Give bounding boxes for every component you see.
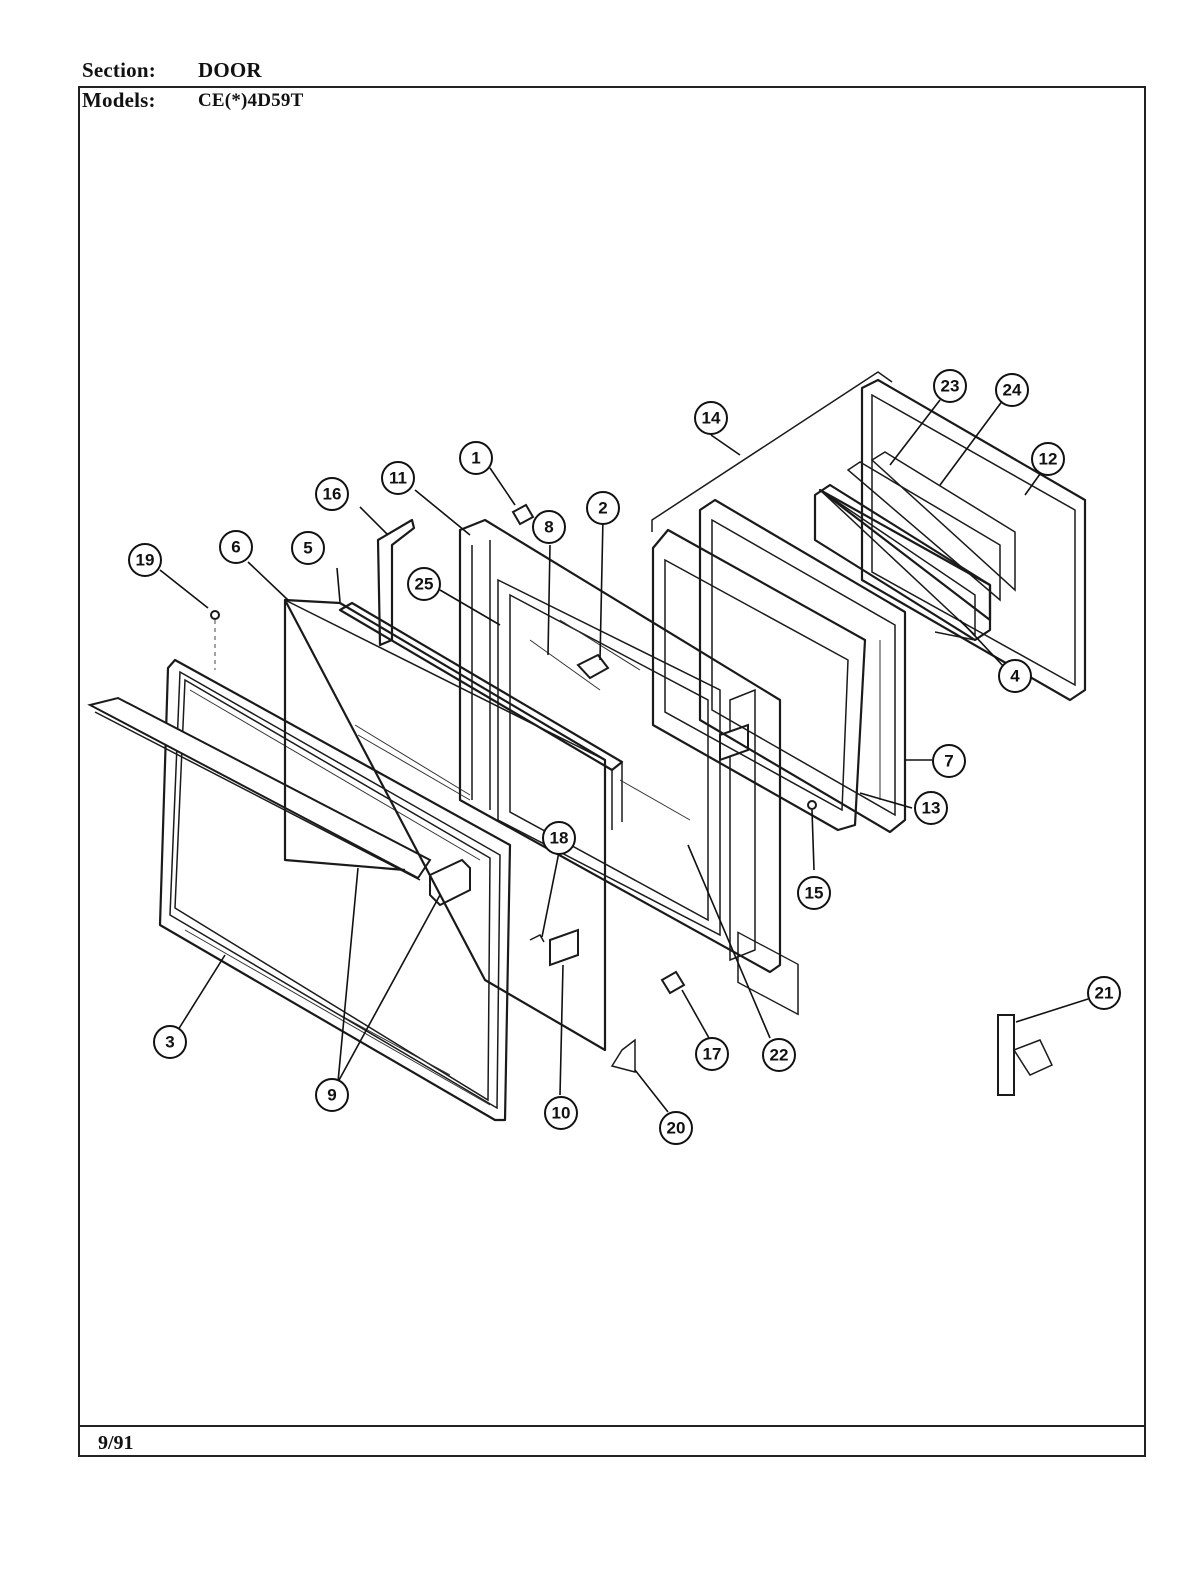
callout-24: 24	[995, 373, 1029, 407]
svg-text:11: 11	[389, 469, 407, 488]
callout-19: 19	[128, 543, 162, 577]
callout-8: 8	[532, 510, 566, 544]
svg-text:8: 8	[544, 518, 553, 537]
screw-part	[807, 800, 817, 810]
svg-text:10: 10	[552, 1104, 571, 1123]
callout-10: 10	[544, 1096, 578, 1130]
back-panel-part	[860, 378, 1087, 702]
svg-text:7: 7	[944, 752, 953, 771]
callout-9: 9	[315, 1078, 349, 1112]
callout-22: 22	[762, 1038, 796, 1072]
inner-panel-part	[458, 518, 782, 974]
callout-23: 23	[933, 369, 967, 403]
callout-20: 20	[659, 1111, 693, 1145]
svg-text:25: 25	[415, 575, 434, 594]
callout-13: 13	[914, 791, 948, 825]
svg-text:20: 20	[667, 1119, 686, 1138]
label-part	[549, 928, 579, 967]
insulation-panel-part	[698, 498, 907, 834]
svg-text:12: 12	[1039, 450, 1058, 469]
vertical-strip-part	[376, 518, 416, 647]
callout-3: 3	[153, 1025, 187, 1059]
bracket-part	[610, 1038, 636, 1073]
svg-text:17: 17	[703, 1045, 722, 1064]
svg-text:24: 24	[1003, 381, 1022, 400]
svg-text:9: 9	[327, 1086, 336, 1105]
assembly-bracket	[651, 371, 893, 532]
callout-25: 25	[407, 567, 441, 601]
hinge-block-part	[511, 503, 535, 526]
svg-text:22: 22	[770, 1046, 789, 1065]
svg-text:4: 4	[1010, 667, 1020, 686]
section-label: Section:	[82, 58, 156, 82]
svg-text:19: 19	[136, 551, 155, 570]
svg-text:23: 23	[941, 377, 960, 396]
callout-16: 16	[315, 477, 349, 511]
svg-text:5: 5	[303, 539, 312, 558]
svg-text:3: 3	[165, 1033, 174, 1052]
svg-text:14: 14	[702, 409, 721, 428]
footer-date: 9/91	[98, 1432, 134, 1454]
callout-12: 12	[1031, 442, 1065, 476]
svg-text:1: 1	[471, 449, 480, 468]
callout-18: 18	[542, 821, 576, 855]
callout-17: 17	[695, 1037, 729, 1071]
trim-strip-part	[338, 601, 624, 830]
section-value: DOOR	[198, 58, 262, 82]
callout-7: 7	[932, 744, 966, 778]
callout-2: 2	[586, 491, 620, 525]
spring-part	[529, 934, 545, 943]
callout-11: 11	[381, 461, 415, 495]
glass-pack-part	[813, 451, 1016, 642]
callout-14: 14	[694, 401, 728, 435]
svg-text:21: 21	[1095, 984, 1114, 1003]
svg-text:18: 18	[550, 829, 569, 848]
small-screw-part	[210, 610, 220, 620]
models-label: Models:	[82, 88, 156, 112]
svg-text:16: 16	[323, 485, 342, 504]
callout-15: 15	[797, 876, 831, 910]
svg-text:6: 6	[231, 538, 240, 557]
callout-1: 1	[459, 441, 493, 475]
svg-text:2: 2	[598, 499, 607, 518]
svg-text:15: 15	[805, 884, 824, 903]
callout-4: 4	[998, 659, 1032, 693]
door-liner-frame-part	[651, 528, 867, 1016]
svg-text:13: 13	[922, 799, 941, 818]
callout-21: 21	[1087, 976, 1121, 1010]
hinge-part	[997, 1014, 1054, 1096]
callout-6: 6	[219, 530, 253, 564]
footer-divider	[78, 1425, 1146, 1427]
clip-part	[576, 653, 610, 680]
models-value: CE(*)4D59T	[198, 90, 304, 111]
callout-5: 5	[291, 531, 325, 565]
leader-lines	[159, 399, 1089, 1113]
spacer-part	[660, 970, 686, 995]
diagram-frame	[78, 86, 1146, 1457]
